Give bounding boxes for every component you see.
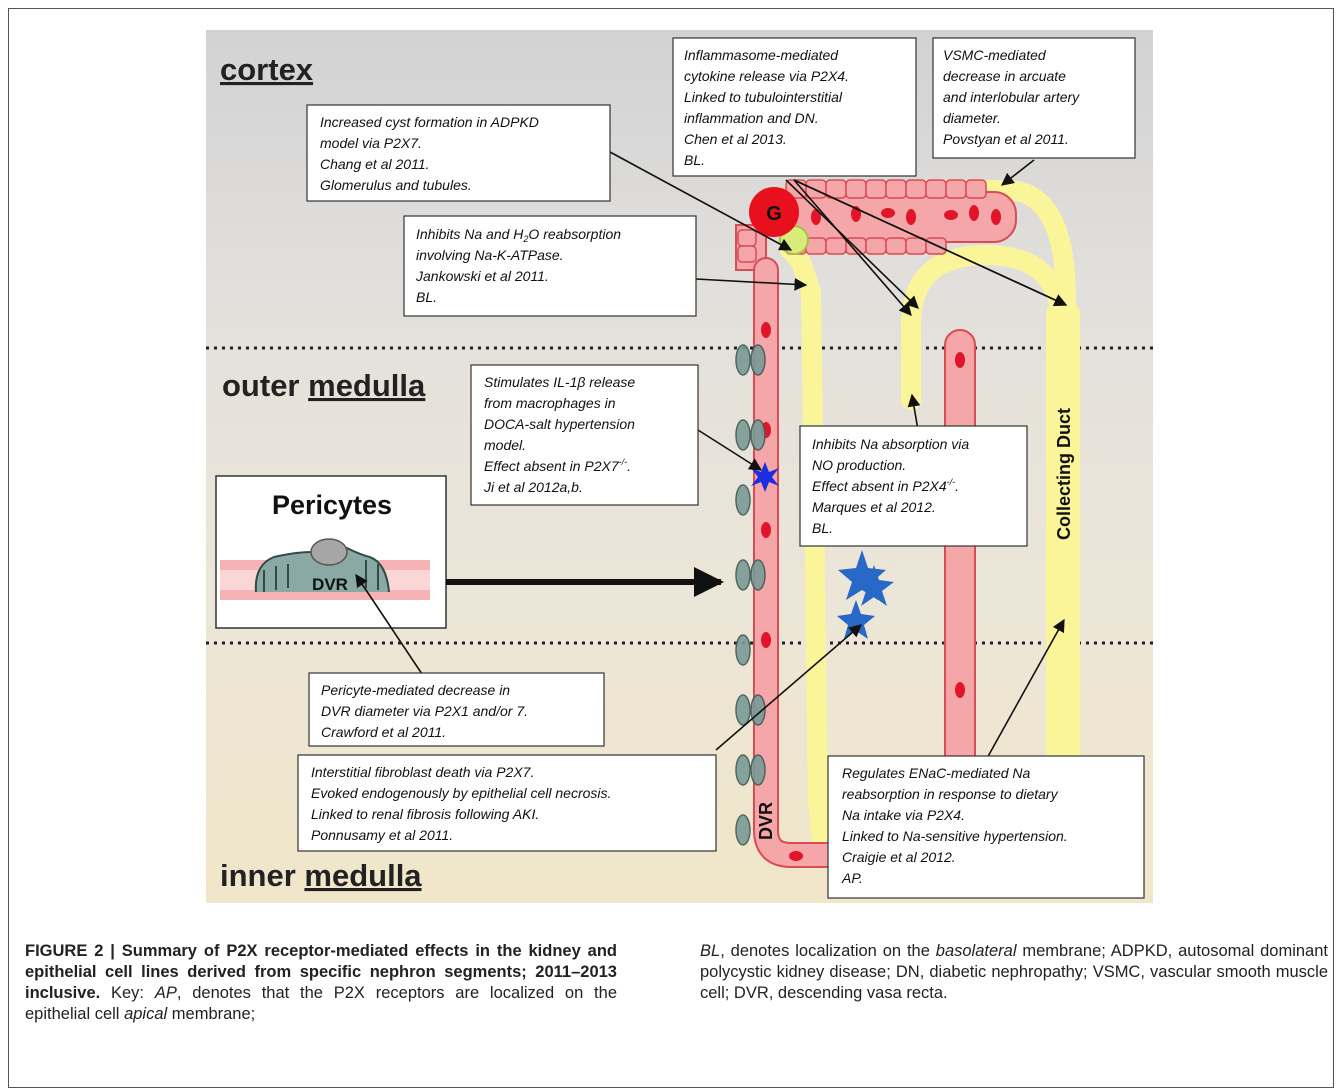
- svg-text:Stimulates IL-1β release: Stimulates IL-1β release from macrophage…: [483, 374, 639, 495]
- pericytes-title: Pericytes: [272, 490, 392, 520]
- region-label-inner-medulla: inner medulla: [220, 858, 422, 893]
- caption-apical: apical: [124, 1005, 168, 1023]
- caption-ap: AP: [154, 984, 177, 1002]
- macrophage-star: [751, 462, 779, 492]
- dvr-vessel-label: DVR: [756, 802, 776, 840]
- cortical-vessels: [735, 179, 1017, 271]
- caption-text-2: membrane;: [167, 1005, 256, 1023]
- svg-text:Regulates ENaC-mediated Na: Regulates ENaC-mediated Na reabsorption …: [841, 765, 1072, 886]
- caption-basolateral: basolateral: [935, 942, 1017, 960]
- glomerulus: [749, 187, 799, 237]
- region-label-cortex: cortex: [220, 52, 314, 87]
- svg-text:Inflammasome-mediated cy: Inflammasome-mediated cytokine release v…: [684, 47, 853, 168]
- caption-text-3: , denotes localization on the: [720, 942, 936, 960]
- box-na-h2o: Inhibits Na and H2O reabsorption involvi…: [403, 215, 697, 317]
- pericyte-cells: [735, 344, 766, 846]
- box-adpkd: Increased cyst formation in ADPKD model …: [306, 104, 611, 202]
- figure-label: FIGURE 2 | Summary of P2X receptor-media…: [25, 942, 617, 1002]
- caption-left: FIGURE 2 | Summary of P2X receptor-media…: [25, 941, 617, 1025]
- box-enac: Regulates ENaC-mediated Na reabsorption …: [827, 755, 1145, 899]
- fibroblast-stars: [837, 550, 894, 639]
- caption-text-4: membrane; ADPKD, autosomal dominant poly…: [700, 942, 1328, 1002]
- dvr-red-blood-cells: [761, 322, 803, 861]
- collecting-duct: [1046, 300, 1080, 820]
- svg-text:VSMC-mediated decrease i: VSMC-mediated decrease in arcuate and in…: [943, 47, 1083, 147]
- caption-right: BL, denotes localization on the basolate…: [700, 941, 1328, 1004]
- annotation-arrows: [355, 151, 1068, 761]
- box-il1b: Stimulates IL-1β release from macrophage…: [470, 364, 699, 506]
- pericytes-inset: Pericytes DVR: [215, 475, 447, 629]
- svg-text:Interstitial fibroblast death: Interstitial fibroblast death via P2X7. …: [311, 764, 615, 843]
- box-no-production: Inhibits Na absorption via NO production…: [799, 425, 1028, 547]
- pericytes-dvr-label: DVR: [312, 575, 348, 594]
- box-vsmc: VSMC-mediated decrease in arcuate and in…: [932, 37, 1136, 159]
- svg-text:Inhibits Na absorption via: Inhibits Na absorption via NO production…: [812, 436, 973, 536]
- svg-text:Increased cyst formation in AD: Increased cyst formation in ADPKD model …: [320, 114, 543, 193]
- caption-key-label: Key:: [111, 984, 145, 1002]
- caption-text-1: , denotes that the P2X receptors are loc…: [25, 984, 617, 1023]
- caption-bl: BL: [700, 942, 721, 960]
- collecting-duct-label: Collecting Duct: [1054, 408, 1074, 540]
- kidney-diagram: cortex outer medulla inner medulla Colle…: [206, 30, 1153, 903]
- box-inflammasome: Inflammasome-mediated cytokine release v…: [672, 37, 917, 177]
- svg-text:Pericyte-mediated decrease in: Pericyte-mediated decrease in DVR diamet…: [321, 682, 532, 740]
- region-label-outer-medulla: outer medulla: [222, 368, 426, 403]
- svg-text:Inhibits Na and H2O reabsorpti: Inhibits Na and H2O reabsorption involvi…: [415, 226, 625, 305]
- box-fibroblast: Interstitial fibroblast death via P2X7. …: [297, 754, 717, 852]
- box-pericyte-effect: Pericyte-mediated decrease in DVR diamet…: [308, 672, 605, 747]
- glomerulus-label: G: [766, 203, 782, 225]
